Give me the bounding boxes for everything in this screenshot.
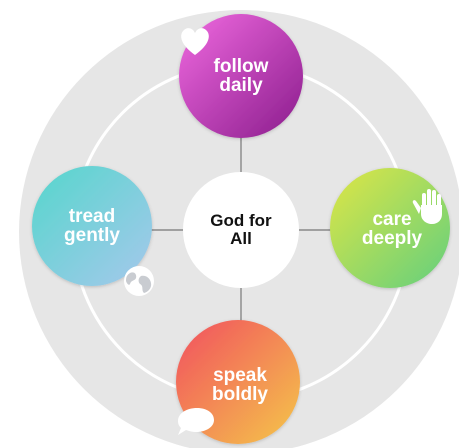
center-node bbox=[183, 172, 299, 288]
node-speak-boldly: speak boldly bbox=[176, 320, 300, 444]
node-care-line2: deeply bbox=[362, 228, 423, 249]
heart-icon bbox=[181, 28, 209, 55]
speech-bubble-icon bbox=[178, 408, 214, 435]
node-care-deeply: care deeply bbox=[330, 168, 450, 288]
node-speak-line2: boldly bbox=[212, 384, 268, 405]
globe-icon bbox=[124, 266, 154, 296]
raised-hand-icon bbox=[412, 189, 442, 224]
node-care-line1: care bbox=[372, 209, 411, 230]
center-label-line1: God for bbox=[210, 211, 272, 230]
node-follow-line2: daily bbox=[219, 75, 263, 96]
node-tread-gently: tread gently bbox=[32, 166, 154, 296]
node-speak-line1: speak bbox=[213, 365, 267, 386]
node-tread-line2: gently bbox=[64, 225, 120, 246]
center-label-line2: All bbox=[230, 229, 252, 248]
node-tread-line1: tread bbox=[69, 206, 115, 227]
node-follow-line1: follow bbox=[214, 56, 269, 77]
node-follow-daily: follow daily bbox=[179, 14, 303, 138]
